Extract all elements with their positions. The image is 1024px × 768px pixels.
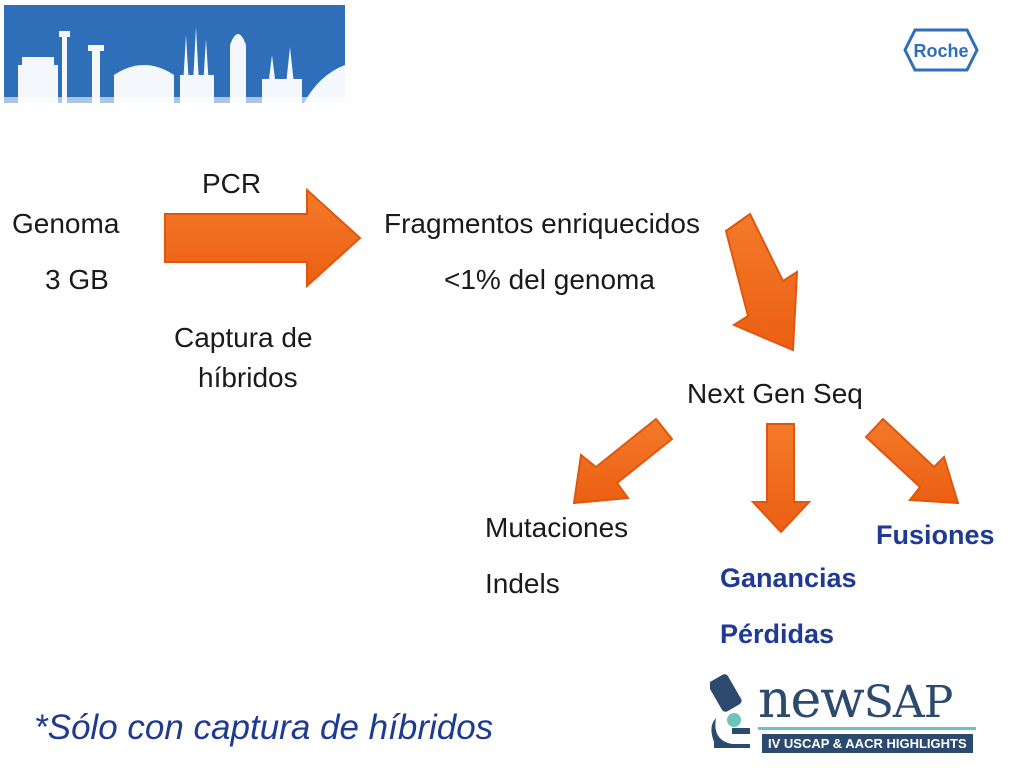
label-captura-line1: Captura de bbox=[174, 322, 313, 353]
label-fusiones: Fusiones bbox=[876, 520, 995, 550]
newsap-logo: newSAP IV USCAP & AACR HIGHLIGHTS bbox=[710, 666, 980, 754]
newsap-subtitle: IV USCAP & AACR HIGHLIGHTS bbox=[762, 734, 973, 753]
roche-logo: Roche bbox=[903, 28, 979, 77]
label-mutaciones: Mutaciones bbox=[485, 512, 629, 543]
arrow-fragmentos-to-ngs bbox=[724, 212, 799, 352]
arrow-ngs-to-ganancias bbox=[750, 423, 812, 534]
label-ganancias: Ganancias bbox=[720, 563, 857, 593]
label-genoma: Genoma bbox=[12, 208, 120, 239]
roche-hexagon-icon: Roche bbox=[903, 28, 979, 72]
newsap-wordmark-main: new bbox=[758, 670, 865, 730]
label-perdidas: Pérdidas bbox=[720, 619, 835, 649]
label-ngs: Next Gen Seq bbox=[687, 378, 863, 409]
label-fragmentos: Fragmentos enriquecidos bbox=[384, 208, 700, 239]
label-indels: Indels bbox=[485, 568, 560, 599]
skyline-illustration bbox=[4, 27, 345, 103]
roche-logo-text: Roche bbox=[913, 41, 968, 61]
label-fragmentos-pct: <1% del genoma bbox=[444, 264, 655, 295]
newsap-wordmark-caps: SAP bbox=[863, 677, 954, 728]
newsap-divider bbox=[758, 727, 976, 730]
arrow-ngs-to-fusiones bbox=[864, 417, 960, 505]
microscope-icon bbox=[710, 674, 750, 748]
arrow-genoma-to-fragmentos bbox=[164, 187, 362, 289]
label-genoma-size: 3 GB bbox=[45, 264, 109, 295]
newsap-wordmark: newSAP bbox=[758, 670, 954, 730]
label-pcr: PCR bbox=[202, 168, 262, 199]
label-captura-line2: híbridos bbox=[198, 362, 298, 393]
arrow-ngs-to-mutaciones bbox=[572, 417, 674, 505]
footnote: *Sólo con captura de híbridos bbox=[34, 708, 494, 747]
barcelona-skyline-banner bbox=[4, 5, 345, 103]
